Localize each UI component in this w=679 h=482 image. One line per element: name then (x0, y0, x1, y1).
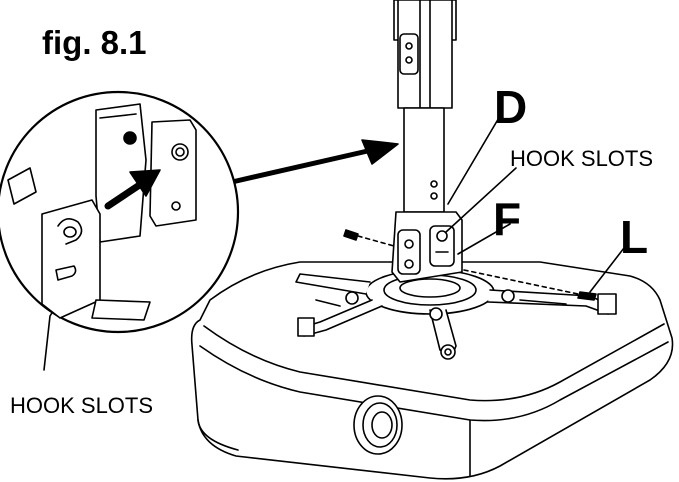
spider-bracket (295, 269, 617, 360)
left-screw (343, 229, 395, 247)
hook-slots-label-right: HOOK SLOTS (510, 146, 654, 171)
hook-slots-label-left: HOOK SLOTS (10, 393, 154, 418)
right-screw-l (463, 269, 597, 301)
head-bracket (391, 211, 463, 283)
figure-title: fig. 8.1 (42, 24, 147, 61)
callout-f: F (493, 193, 522, 245)
detail-circle (0, 90, 240, 334)
callout-l: L (620, 211, 649, 263)
callout-d: D (494, 81, 528, 133)
projector-body (190, 261, 674, 480)
projector-lens (353, 395, 403, 455)
zoom-arrow (229, 139, 399, 185)
extension-pole (393, 0, 457, 213)
